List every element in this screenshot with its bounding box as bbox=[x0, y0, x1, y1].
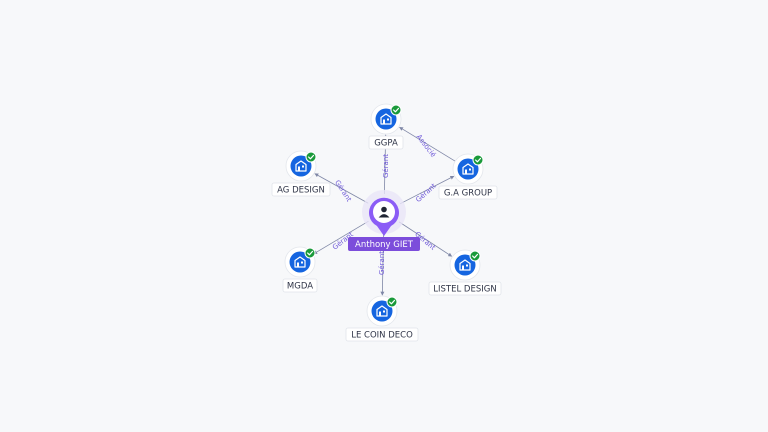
edge-line bbox=[399, 175, 455, 205]
edge-line bbox=[313, 220, 369, 255]
company-building-icon bbox=[376, 305, 388, 317]
company-label: G.A GROUP bbox=[444, 189, 492, 199]
company-building-icon bbox=[294, 256, 306, 268]
edge-label: Gérant bbox=[378, 251, 386, 275]
company-node-ag-design[interactable]: AG DESIGN bbox=[271, 150, 331, 197]
verified-check-icon bbox=[469, 250, 481, 262]
company-label-bg bbox=[428, 281, 502, 296]
edge-ga-group-ggpa: Associé bbox=[399, 126, 456, 162]
nodes-layer: GGPA G.A GROUP AG DESIGN MGDA LISTEL DESIGN L… bbox=[271, 103, 502, 342]
company-label-bg bbox=[282, 278, 318, 293]
company-node-ga-group[interactable]: G.A GROUP bbox=[438, 153, 498, 200]
company-node-ggpa[interactable]: GGPA bbox=[368, 103, 404, 150]
verified-check-icon bbox=[390, 104, 402, 116]
edge-line bbox=[399, 126, 456, 162]
company-label-bg bbox=[271, 182, 331, 197]
company-label-bg bbox=[438, 185, 498, 200]
company-building-icon bbox=[380, 113, 392, 125]
company-label: MGDA bbox=[287, 282, 313, 292]
edge-label: Gérant bbox=[382, 154, 390, 178]
center-label-bg bbox=[348, 237, 420, 251]
edge-line bbox=[314, 173, 369, 204]
edge-label: Gérant bbox=[414, 182, 437, 204]
edge-label: Associé bbox=[415, 133, 438, 159]
company-label: GGPA bbox=[374, 139, 398, 149]
company-node-le-coin-deco[interactable]: LE COIN DECO bbox=[345, 295, 419, 342]
company-node-listel-design[interactable]: LISTEL DESIGN bbox=[428, 249, 502, 296]
center-label: Anthony GIET bbox=[355, 240, 414, 250]
company-label: LE COIN DECO bbox=[351, 331, 413, 341]
company-label-bg bbox=[368, 135, 404, 150]
verified-check-icon bbox=[386, 296, 398, 308]
company-node-mgda[interactable]: MGDA bbox=[282, 246, 318, 293]
verified-check-icon bbox=[304, 247, 316, 259]
edge-line bbox=[398, 221, 453, 257]
company-building-icon bbox=[462, 163, 474, 175]
company-label: LISTEL DESIGN bbox=[433, 285, 496, 295]
edge-label: Gérant bbox=[333, 179, 353, 204]
verified-check-icon bbox=[472, 154, 484, 166]
company-label-bg bbox=[345, 327, 419, 342]
verified-check-icon bbox=[305, 151, 317, 163]
company-label: AG DESIGN bbox=[277, 186, 325, 196]
company-building-icon bbox=[295, 160, 307, 172]
center-node[interactable]: Anthony GIET bbox=[348, 190, 420, 251]
person-icon bbox=[378, 206, 390, 218]
company-building-icon bbox=[459, 259, 471, 271]
